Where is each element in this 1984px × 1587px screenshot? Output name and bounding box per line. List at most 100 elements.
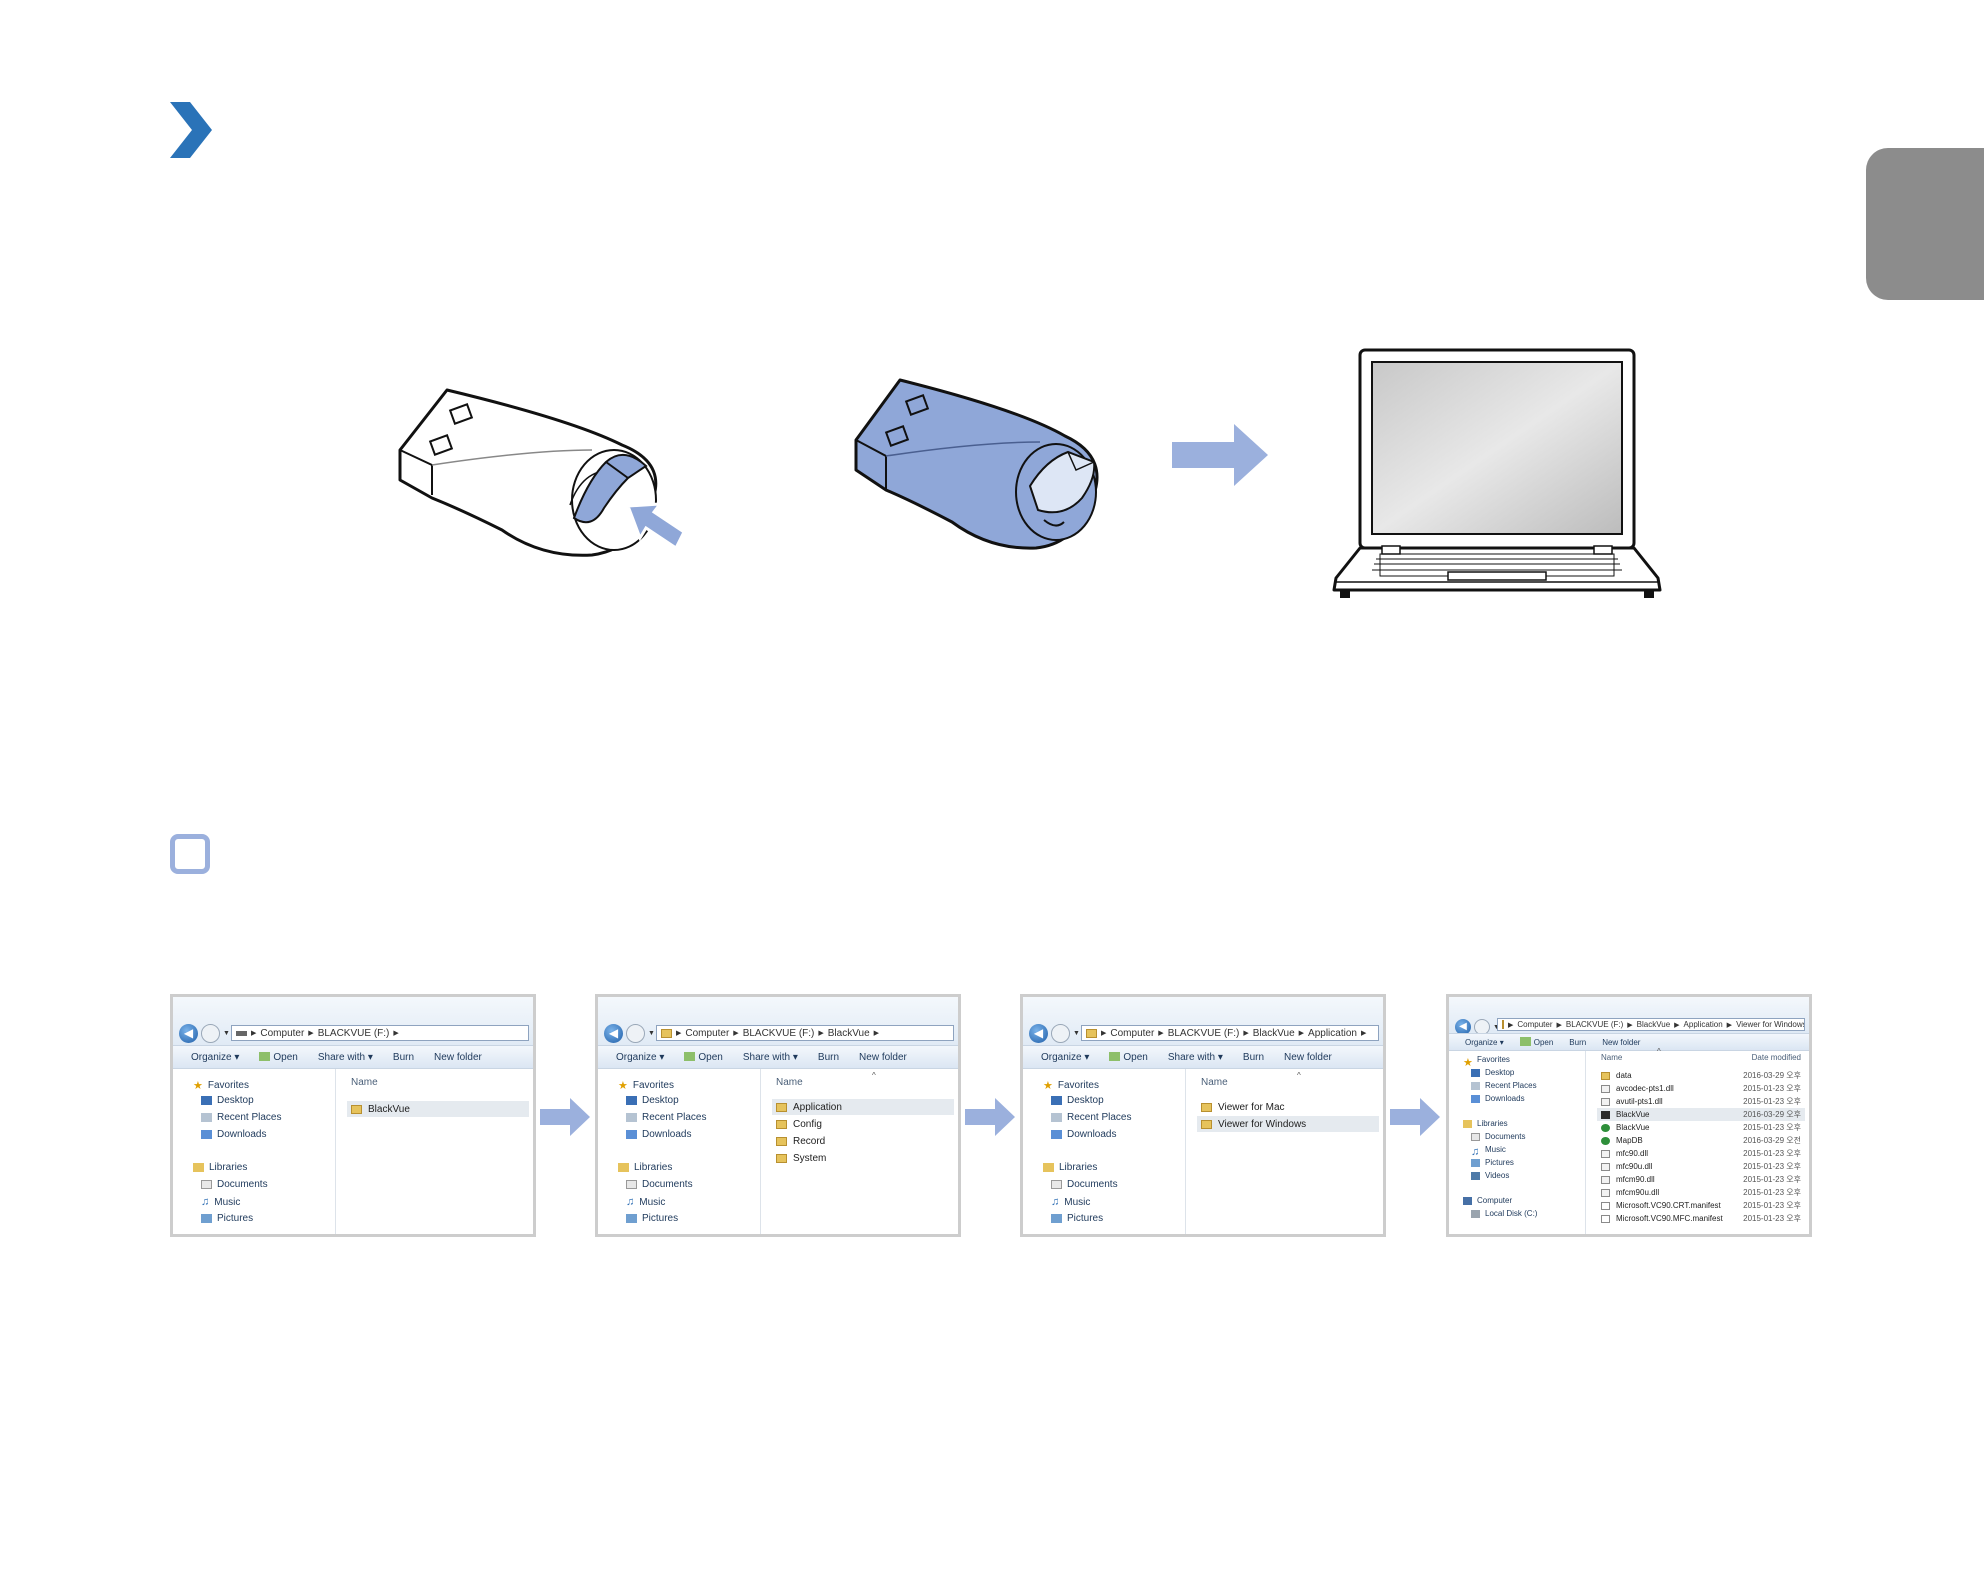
- breadcrumb-separator-icon: ▶: [873, 1030, 880, 1037]
- folder-item: Application: [772, 1099, 954, 1115]
- organize-menu: Organize ▾: [1465, 1037, 1504, 1047]
- breadcrumb-separator-icon: ▶: [1360, 1030, 1367, 1037]
- documents-icon: [1471, 1132, 1480, 1141]
- organize-menu: Organize ▾: [1041, 1051, 1090, 1063]
- music-icon: ♫: [1471, 1145, 1480, 1158]
- downloads-icon: [1051, 1130, 1062, 1139]
- breadcrumb-separator-icon: ▶: [393, 1030, 399, 1037]
- breadcrumb-separator-icon: ▶: [1556, 1021, 1562, 1029]
- burn-button: Burn: [817, 1051, 840, 1063]
- back-arrow-icon: ◀: [604, 1023, 623, 1043]
- folder-icon: [1201, 1102, 1212, 1112]
- folder-item: Viewer for Windows: [1197, 1116, 1379, 1132]
- blackvue-config-icon: [1601, 1123, 1610, 1132]
- explorer-toolbar: Organize ▾ Open Share with ▾ Burn New fo…: [598, 1045, 958, 1069]
- dll-file-icon: [1601, 1149, 1610, 1158]
- new-folder-button: New folder: [434, 1051, 482, 1063]
- burn-button: Burn: [1569, 1037, 1587, 1047]
- open-icon: [259, 1051, 271, 1061]
- organize-menu: Organize ▾: [616, 1051, 665, 1063]
- nav-recent-places: Recent Places: [1051, 1112, 1131, 1123]
- folder-item: Config: [772, 1116, 954, 1132]
- explorer-screenshot-1: ◀ ▼ ▶ Computer ▶ BLACKVUE (F:) ▶ Organiz…: [170, 994, 536, 1237]
- nav-desktop: Desktop: [1051, 1095, 1104, 1106]
- breadcrumb-item: Application: [1683, 1020, 1723, 1029]
- nav-libraries: Libraries: [1463, 1119, 1508, 1128]
- music-icon: ♫: [201, 1196, 210, 1208]
- navigation-pane: ★Favorites Desktop Recent Places Downloa…: [598, 1069, 761, 1234]
- burn-button: Burn: [1242, 1051, 1265, 1063]
- breadcrumb-item: BLACKVUE (F:): [317, 1027, 390, 1039]
- address-bar: ▶ Computer ▶ BLACKVUE (F:) ▶ BlackVue ▶ …: [1497, 1018, 1805, 1031]
- folder-icon: [1502, 1020, 1504, 1029]
- sort-caret-icon: ^: [1657, 1047, 1661, 1056]
- column-header-name: Name: [1601, 1053, 1623, 1062]
- nav-videos: Videos: [1471, 1171, 1509, 1180]
- address-bar: ▶ Computer ▶ BLACKVUE (F:) ▶ BlackVue ▶ …: [1081, 1025, 1379, 1041]
- music-icon: ♫: [626, 1196, 635, 1208]
- share-with-menu: Share with ▾: [317, 1051, 373, 1063]
- sort-caret-icon: ^: [1297, 1071, 1301, 1080]
- desktop-icon: [1471, 1068, 1480, 1077]
- arrow-right-icon: [1390, 1098, 1440, 1136]
- back-arrow-icon: ◀: [1029, 1023, 1048, 1043]
- open-button: Open: [1109, 1051, 1148, 1063]
- recent-places-icon: [201, 1113, 212, 1122]
- desktop-icon: [1051, 1096, 1062, 1105]
- folder-icon: [661, 1028, 672, 1038]
- dropdown-icon: ▼: [1073, 1029, 1080, 1037]
- breadcrumb-separator-icon: ▶: [1508, 1021, 1514, 1029]
- nav-music: ♫Music: [626, 1196, 666, 1208]
- nav-documents: Documents: [201, 1179, 268, 1190]
- nav-music: ♫Music: [201, 1196, 241, 1208]
- open-icon: [684, 1051, 696, 1061]
- breadcrumb-item: Application: [1308, 1027, 1357, 1039]
- share-with-menu: Share with ▾: [742, 1051, 798, 1063]
- pictures-icon: [1471, 1158, 1480, 1167]
- libraries-icon: [1463, 1119, 1472, 1128]
- nav-downloads: Downloads: [626, 1129, 691, 1140]
- explorer-screenshot-4: ◀ ▼ ▶ Computer ▶ BLACKVUE (F:) ▶ BlackVu…: [1446, 994, 1812, 1237]
- desktop-icon: [201, 1096, 212, 1105]
- column-header-name: Name: [351, 1077, 378, 1088]
- desktop-icon: [626, 1096, 637, 1105]
- nav-downloads: Downloads: [201, 1129, 266, 1140]
- libraries-icon: [618, 1163, 629, 1172]
- new-folder-button: New folder: [859, 1051, 907, 1063]
- nav-buttons: ◀ ▼: [179, 1023, 230, 1043]
- folder-icon: [1201, 1119, 1212, 1129]
- explorer-screenshot-3: ◀ ▼ ▶ Computer ▶ BLACKVUE (F:) ▶ BlackVu…: [1020, 994, 1386, 1237]
- forward-arrow-icon: [1051, 1023, 1070, 1043]
- downloads-icon: [626, 1130, 637, 1139]
- forward-arrow-icon: [201, 1023, 220, 1043]
- nav-documents: Documents: [1471, 1132, 1525, 1141]
- navigation-pane: ★Favorites Desktop Recent Places Downloa…: [1449, 1051, 1586, 1234]
- nav-buttons: ◀ ▼: [1029, 1023, 1080, 1043]
- breadcrumb-item: BlackVue: [827, 1027, 870, 1039]
- dropdown-icon: ▼: [1493, 1024, 1500, 1031]
- breadcrumb-separator-icon: ▶: [1101, 1030, 1107, 1037]
- breadcrumb-separator-icon: ▶: [1627, 1021, 1633, 1029]
- back-arrow-icon: ◀: [1455, 1019, 1471, 1035]
- nav-music: ♫Music: [1471, 1145, 1506, 1158]
- breadcrumb-separator-icon: ▶: [1243, 1030, 1249, 1037]
- file-list: Name ^ Viewer for Mac Viewer for Windows: [1187, 1069, 1383, 1234]
- explorer-toolbar: Organize ▾ Open Burn New folder: [1449, 1033, 1809, 1051]
- breadcrumb-item: Computer: [685, 1027, 730, 1039]
- libraries-icon: [193, 1163, 204, 1172]
- microsd-reader-insert-illustration: [398, 388, 686, 557]
- nav-favorites: ★Favorites: [1463, 1055, 1510, 1069]
- open-icon: [1519, 1037, 1531, 1046]
- star-icon: ★: [193, 1080, 203, 1092]
- nav-desktop: Desktop: [1471, 1068, 1514, 1077]
- nav-desktop: Desktop: [626, 1095, 679, 1106]
- arrow-right-icon: [1172, 424, 1268, 486]
- recent-places-icon: [1051, 1113, 1062, 1122]
- nav-local-disk: Local Disk (C:): [1471, 1209, 1537, 1218]
